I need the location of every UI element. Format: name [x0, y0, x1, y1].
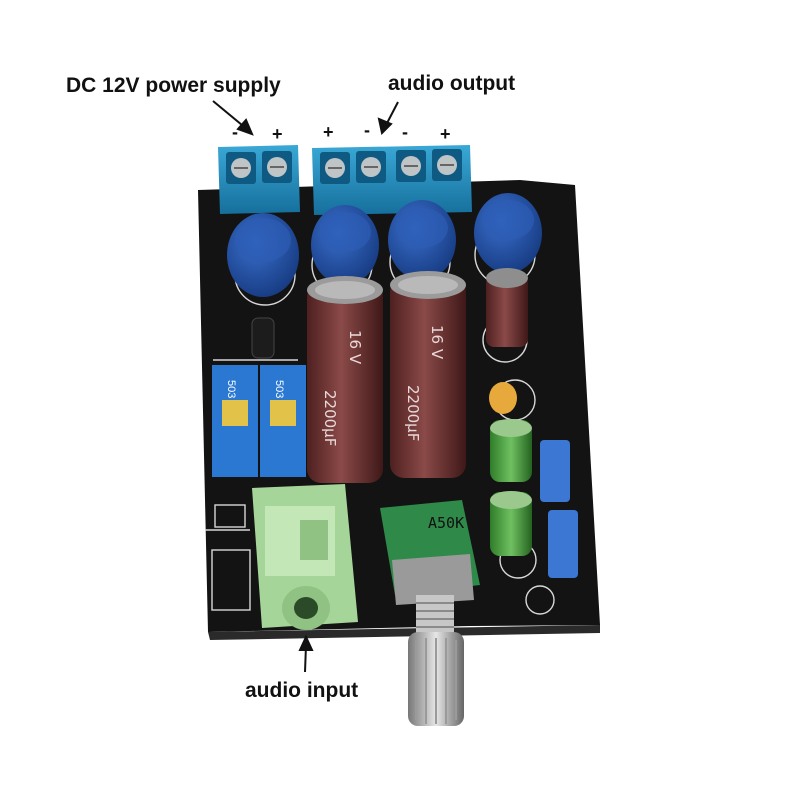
- output-right-plus-sign: +: [440, 124, 451, 144]
- capacitor-right: [390, 271, 466, 478]
- audio-input-jack[interactable]: [252, 484, 358, 630]
- power-supply-label: DC 12V power supply: [66, 74, 281, 97]
- trimmer-right: 503: [260, 365, 306, 477]
- svg-text:503: 503: [273, 380, 285, 398]
- capacitor-right-value: 2200µF: [404, 385, 422, 441]
- inductors: [227, 193, 542, 297]
- capacitor-left-voltage: 16 V: [346, 330, 364, 365]
- svg-text:503: 503: [225, 380, 237, 398]
- annotation-arrows: [212, 100, 399, 673]
- output-right-minus-sign: -: [402, 122, 408, 142]
- green-capacitor-bottom: [490, 491, 532, 556]
- capacitor-left: [307, 276, 383, 483]
- trimmer-left: 503: [212, 365, 258, 477]
- capacitor-markings: 2200µF 16 V 2200µF 16 V: [321, 325, 446, 446]
- output-left-minus-sign: -: [364, 120, 370, 140]
- tantalum-capacitor: [489, 382, 517, 414]
- green-capacitor-top: [490, 419, 532, 482]
- audio-output-label: audio output: [388, 72, 516, 95]
- audio-input-label: audio input: [245, 679, 359, 702]
- volume-potentiometer[interactable]: A50K: [380, 500, 480, 726]
- capacitor-left-value: 2200µF: [321, 390, 339, 446]
- film-capacitor-top: [540, 440, 570, 502]
- potentiometer-marking: A50K: [428, 514, 464, 532]
- audio-output-terminal[interactable]: [312, 145, 472, 215]
- small-capacitor: [486, 268, 528, 347]
- regulator: [251, 317, 275, 359]
- power-minus-sign: -: [232, 122, 238, 142]
- power-plus-sign: +: [272, 124, 283, 144]
- film-capacitor-bottom: [548, 510, 578, 578]
- output-left-plus-sign: +: [323, 122, 334, 142]
- power-terminal[interactable]: [218, 145, 300, 214]
- capacitor-right-voltage: 16 V: [428, 325, 446, 360]
